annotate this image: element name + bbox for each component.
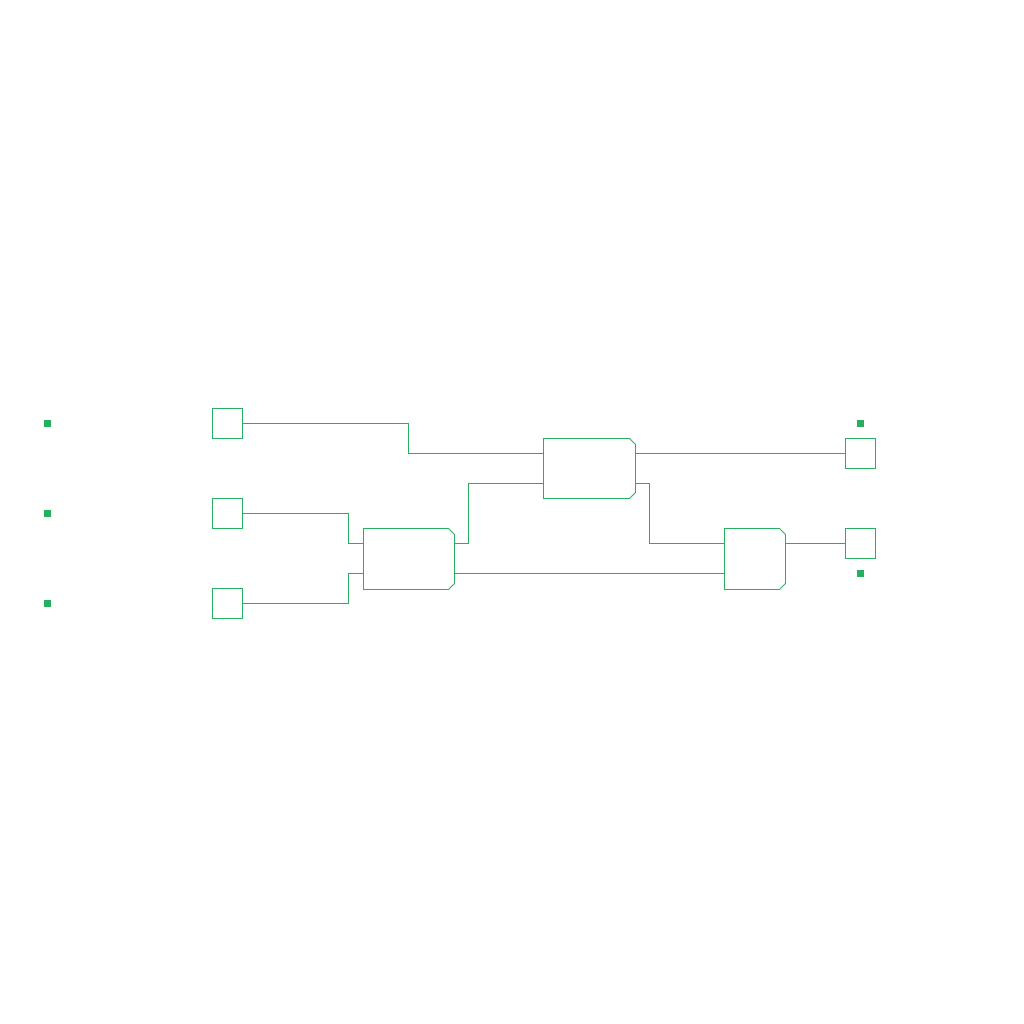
input-port-3 (212, 588, 243, 619)
input-port-1 (212, 408, 243, 439)
output-marker-2 (857, 570, 864, 577)
input-marker-3 (44, 600, 51, 607)
wire-gate1-to-gate2 (454, 483, 543, 544)
input-marker-1 (44, 420, 51, 427)
output-port-1 (845, 438, 876, 469)
gate-1 (363, 528, 455, 590)
input-ports (212, 408, 243, 619)
input-marker-2 (44, 510, 51, 517)
gate-3 (724, 528, 786, 590)
gate-2 (543, 438, 636, 499)
wire-in1-to-gate2 (243, 423, 543, 454)
wire-in3-to-gate1 (243, 573, 363, 604)
output-ports (845, 438, 876, 559)
output-marker-1 (857, 420, 864, 427)
gates (363, 438, 786, 590)
wire-gate2-to-gate3 (635, 483, 724, 544)
wire-in2-to-gate1 (243, 513, 363, 544)
wires (243, 423, 845, 604)
input-port-2 (212, 498, 243, 529)
pin-markers (44, 420, 864, 607)
output-port-2 (845, 528, 876, 559)
